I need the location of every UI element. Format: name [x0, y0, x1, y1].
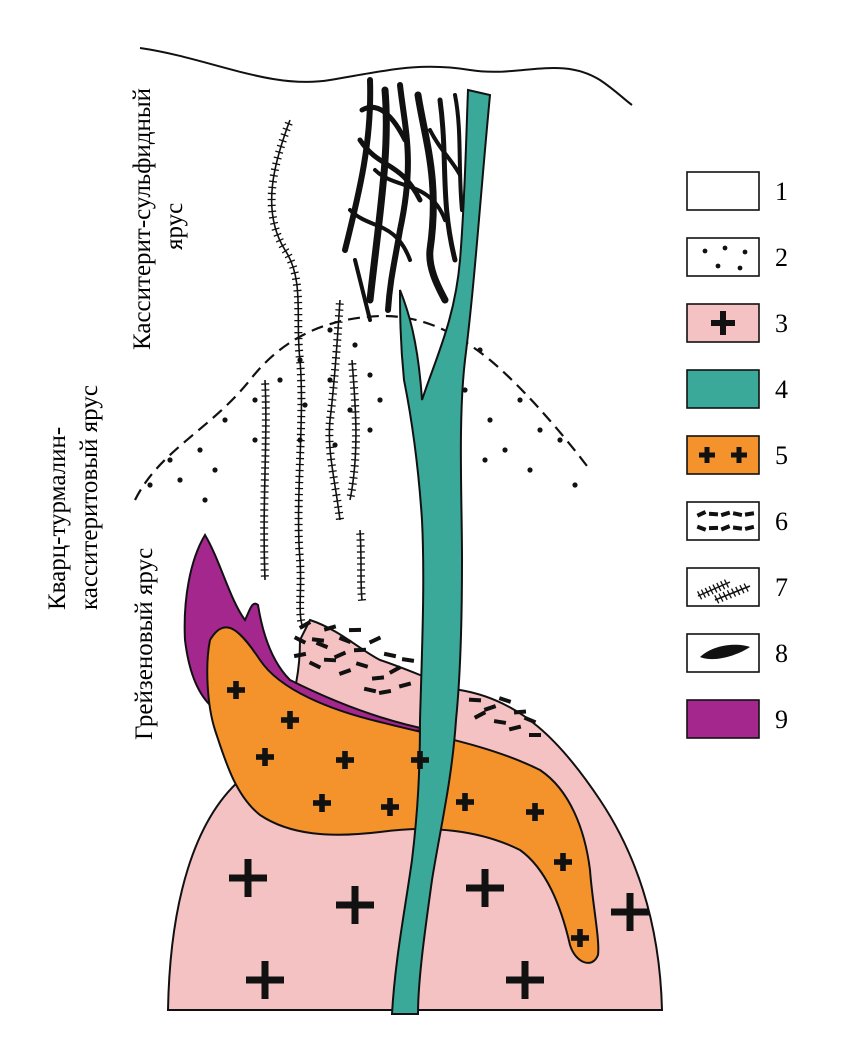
- legend-item-2: 2: [686, 237, 788, 277]
- legend-item-9: 9: [686, 699, 788, 739]
- legend-number: 4: [775, 375, 788, 404]
- legend-number: 9: [775, 705, 788, 734]
- zone-label-upper: Касситерит-сульфидный ярус: [129, 82, 188, 350]
- sulfide-veins: [342, 77, 464, 322]
- legend-item-1: 1: [686, 171, 788, 211]
- legend-number: 7: [775, 573, 788, 602]
- legend-swatch: [686, 369, 760, 409]
- ground-surface-line: [139, 47, 633, 106]
- legend-swatch: [686, 435, 760, 475]
- legend-swatch: [686, 501, 760, 541]
- legend-item-7: 7: [686, 567, 788, 607]
- legend-swatch: [686, 237, 760, 277]
- legend-number: 6: [775, 507, 788, 536]
- zone-label-lower: Грейзеновый ярус: [131, 548, 158, 740]
- legend-number: 1: [775, 177, 788, 206]
- legend-number: 2: [775, 243, 788, 272]
- legend-number: 5: [775, 441, 788, 470]
- legend-item-4: 4: [686, 369, 788, 409]
- dot-pattern-zone: [147, 327, 578, 503]
- orange-intrusion: [206, 626, 600, 964]
- dotted-zone-boundary: [134, 314, 591, 501]
- legend-item-6: 6: [686, 501, 788, 541]
- dashed-alteration-zone: [293, 620, 541, 737]
- legend-number: 3: [775, 309, 788, 338]
- legend-swatch: [686, 171, 760, 211]
- legend-item-3: 3: [686, 303, 788, 343]
- hatched-veins: [260, 119, 367, 626]
- legend-swatch: [686, 699, 760, 739]
- teal-dike: [390, 88, 492, 1015]
- legend-number: 8: [775, 639, 788, 668]
- legend-item-5: 5: [686, 435, 788, 475]
- legend-item-8: 8: [686, 633, 788, 673]
- zone-label-middle: Кварц-турмалин- касситеритовый ярус: [44, 385, 103, 610]
- legend: 1 2 3 4 5 6 7 8 9: [686, 171, 788, 739]
